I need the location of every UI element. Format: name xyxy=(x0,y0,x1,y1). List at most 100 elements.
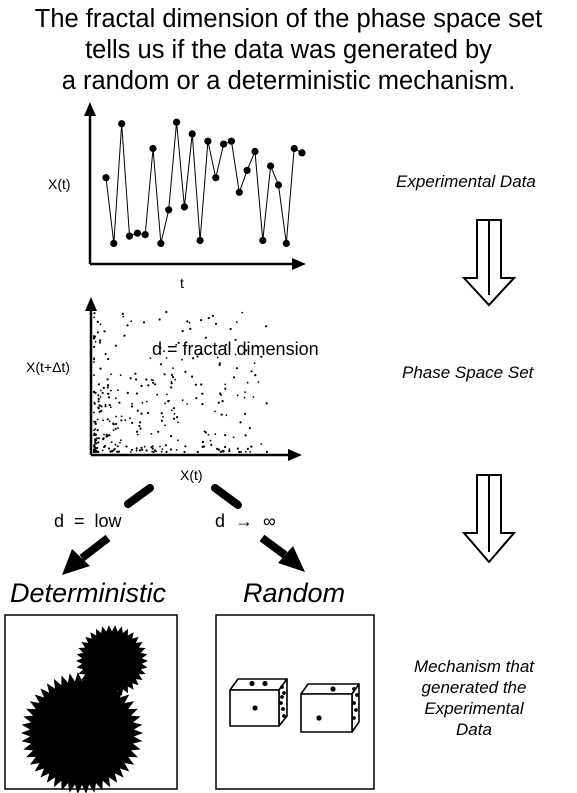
ps-point xyxy=(173,413,176,415)
time-series-plot xyxy=(84,102,306,270)
mechanism-line: Mechanism that xyxy=(414,657,534,676)
ps-point xyxy=(244,434,247,437)
ps-point xyxy=(108,434,111,437)
ps-point xyxy=(234,353,237,356)
ps-point xyxy=(115,422,118,426)
ps-point xyxy=(244,391,247,393)
ts-point xyxy=(133,229,141,237)
ps-point xyxy=(140,446,143,449)
ps-point xyxy=(114,344,117,347)
ps-point xyxy=(235,321,238,323)
ps-point xyxy=(141,448,144,451)
ps-point xyxy=(165,450,168,453)
ps-point xyxy=(93,450,96,453)
ps-point xyxy=(157,430,160,433)
ps-point xyxy=(93,443,96,446)
ps-point xyxy=(134,372,137,375)
ps-point xyxy=(224,434,227,437)
ps-point xyxy=(253,362,256,364)
ps-point xyxy=(93,357,95,359)
ps-point xyxy=(204,336,207,339)
ts-point xyxy=(141,231,149,239)
ts-point xyxy=(196,236,204,245)
ps-point xyxy=(110,441,113,444)
right-arrow-upper xyxy=(211,484,242,509)
ps-point xyxy=(93,429,95,432)
ps-point xyxy=(195,397,198,400)
ps-point xyxy=(94,448,97,451)
ps-point xyxy=(254,374,257,377)
ps-point xyxy=(93,336,96,339)
side-label-experimental: Experimental Data xyxy=(396,172,536,191)
ps-point xyxy=(98,341,102,344)
fractal-dimension-annotation: d = fractal dimension xyxy=(152,339,319,359)
ps-point xyxy=(93,420,95,423)
branch-arrows xyxy=(62,484,305,575)
ps-point xyxy=(99,367,102,370)
ps-point xyxy=(154,383,157,386)
ps-point xyxy=(94,428,97,430)
ps-point xyxy=(209,439,212,442)
ps-point xyxy=(176,416,179,419)
ps-point xyxy=(121,312,124,315)
ps-point xyxy=(103,433,105,436)
ps-point xyxy=(104,403,107,406)
ps-point xyxy=(135,392,138,395)
ps-point xyxy=(181,358,184,361)
ps-point xyxy=(118,401,121,404)
ps-point xyxy=(241,311,244,314)
ps-point xyxy=(168,399,170,402)
left-arrow-upper xyxy=(124,484,154,508)
ps-point xyxy=(93,374,95,377)
ps-point xyxy=(95,450,98,453)
ps-point xyxy=(160,412,163,415)
ps-point xyxy=(126,324,129,327)
ps-point xyxy=(126,391,129,394)
ts-x-arrowhead xyxy=(292,258,306,270)
ps-point xyxy=(159,346,162,349)
ps-point xyxy=(150,433,153,435)
ps-point xyxy=(106,392,109,395)
ps-point xyxy=(99,396,102,398)
ps-point xyxy=(224,445,227,449)
ps-point xyxy=(160,450,163,453)
ps-point xyxy=(181,330,184,333)
ps-point xyxy=(106,418,109,421)
ps-point xyxy=(165,310,168,314)
ts-point xyxy=(204,137,212,145)
ps-point xyxy=(174,378,177,381)
ps-point xyxy=(145,449,148,452)
ps-point xyxy=(116,445,119,448)
ps-point xyxy=(131,421,134,424)
ps-point xyxy=(130,320,133,323)
ps-point xyxy=(103,330,106,333)
ps-point xyxy=(93,411,95,414)
ps-point xyxy=(163,373,166,376)
ps-point xyxy=(99,323,102,326)
ps-point xyxy=(94,422,97,425)
ps-point xyxy=(169,448,173,451)
ps-point xyxy=(250,445,253,448)
down-arrow-2 xyxy=(461,474,517,564)
ts-point xyxy=(220,140,228,148)
ps-point xyxy=(117,427,119,429)
gear-shape xyxy=(21,672,143,793)
ps-point xyxy=(235,367,238,370)
ps-point xyxy=(110,373,112,376)
ps-point xyxy=(115,415,117,418)
ps-point xyxy=(191,375,194,378)
ps-point xyxy=(177,341,180,344)
ps-point xyxy=(159,363,163,366)
ps-point xyxy=(164,424,166,427)
deterministic-box xyxy=(4,614,178,793)
ps-point xyxy=(143,445,146,448)
ts-point xyxy=(267,162,275,170)
side-label-phase-space: Phase Space Set xyxy=(402,363,534,382)
ps-point xyxy=(175,449,178,451)
ps-point xyxy=(244,412,247,415)
ps-point xyxy=(170,435,173,438)
ps-point xyxy=(249,451,252,453)
ps-point xyxy=(170,382,173,385)
ps-point xyxy=(100,405,103,408)
ps-point xyxy=(177,439,179,442)
